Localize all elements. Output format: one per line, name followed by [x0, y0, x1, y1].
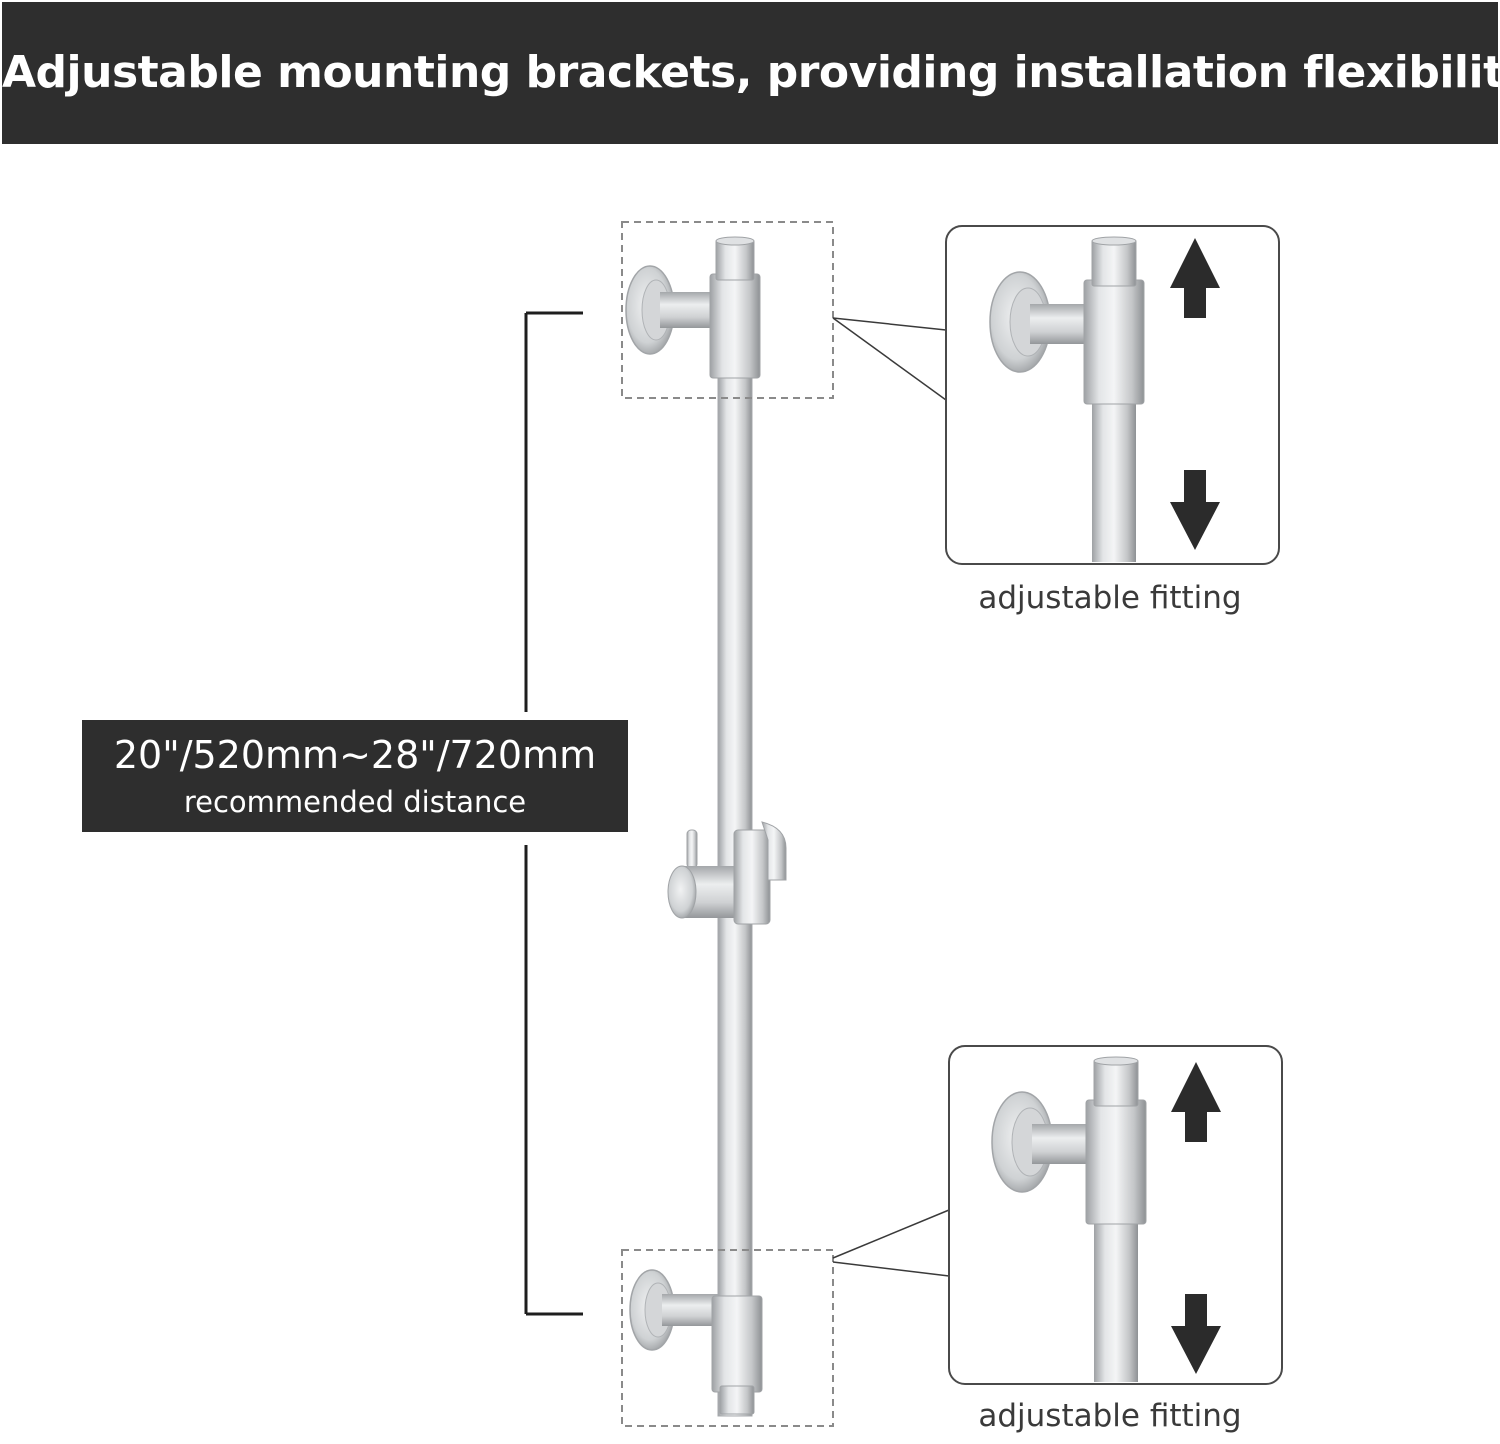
bottom-callout-box: [948, 1045, 1283, 1385]
page-title: Adjustable mounting brackets, providing …: [2, 47, 1500, 98]
distance-value: 20"/520mm~28"/720mm: [113, 733, 597, 777]
top-callout-box: [945, 225, 1280, 565]
showerhead-holder: [667, 821, 787, 925]
bottom-callout-caption: adjustable fitting: [978, 1398, 1242, 1434]
top-callout-caption: adjustable fitting: [978, 580, 1242, 616]
dimension-bracket: [524, 311, 583, 1316]
bottom-bracket-highlight: [621, 1249, 834, 1427]
arrow-up-icon: [1171, 1062, 1221, 1142]
distance-caption: recommended distance: [183, 785, 527, 819]
arrow-down-icon: [1171, 1294, 1221, 1374]
arrow-up-icon: [1170, 238, 1220, 318]
header-banner: Adjustable mounting brackets, providing …: [2, 2, 1500, 144]
callout-connectors: [832, 317, 950, 1277]
top-mounting-bracket: [625, 236, 761, 379]
arrow-down-icon: [1170, 470, 1220, 550]
recommended-distance-box: 20"/520mm~28"/720mm recommended distance: [82, 720, 628, 832]
top-bracket-highlight: [621, 221, 834, 399]
bottom-mounting-bracket: [629, 1269, 763, 1415]
